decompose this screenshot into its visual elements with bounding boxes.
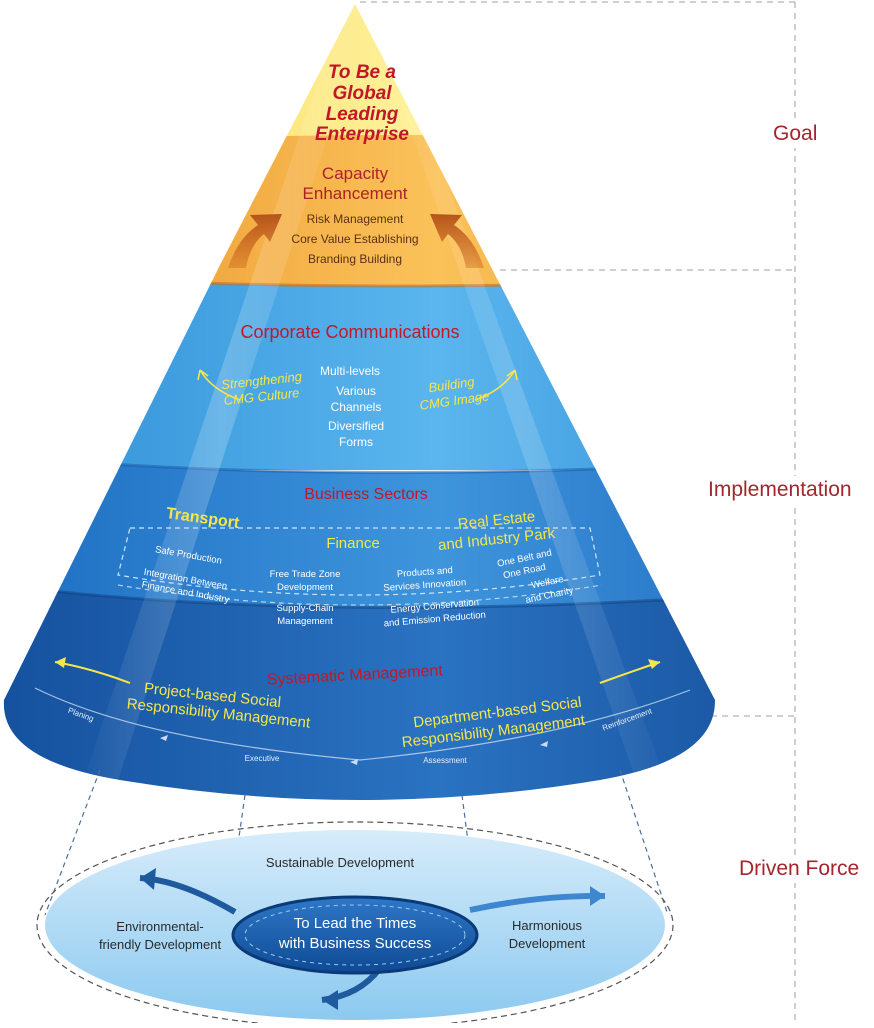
goal-line-2: Global [332, 83, 392, 104]
goal-text: To Be a Global Leading Enterprise [315, 62, 409, 145]
left-curve-arrow-icon [199, 369, 241, 401]
management-step-assessment: Assessment [423, 756, 467, 765]
right-curve-arrow-icon [474, 369, 516, 401]
driven-right-1: Harmonious [512, 918, 583, 933]
business-title: Business Sectors [304, 486, 428, 503]
capacity-title-1: Capacity [322, 164, 389, 183]
side-label-goal: Goal [769, 120, 822, 148]
business-ftz-1: Free Trade Zone [270, 569, 341, 580]
center-core-ellipse [231, 895, 479, 975]
driven-center-1: To Lead the Times [294, 915, 417, 932]
driven-force-group [36, 821, 674, 1028]
driven-top: Sustainable Development [266, 855, 415, 870]
goal-line-4: Enterprise [315, 124, 409, 145]
side-label-driven-force: Driven Force [735, 855, 864, 883]
left-swoosh-arrow-icon [140, 868, 156, 890]
communications-arrows [197, 369, 518, 401]
bottom-swoosh-arrow-icon [322, 990, 338, 1010]
driven-right-2: Development [509, 936, 586, 951]
goal-layer [3, 4, 716, 150]
driven-left-2: friendly Development [99, 937, 222, 952]
capacity-item-risk: Risk Management [307, 212, 404, 226]
communications-forms: Forms [339, 435, 373, 449]
communications-title: Corporate Communications [240, 322, 459, 342]
communications-various: Various [336, 384, 376, 398]
side-label-implementation: Implementation [704, 476, 856, 504]
goal-line-1: To Be a [328, 62, 396, 83]
capacity-item-core-value: Core Value Establishing [291, 232, 418, 246]
management-step-executive: Executive [245, 754, 280, 763]
driven-force-text: To Lead the Times with Business Success … [99, 855, 586, 952]
management-cycle-line [34, 687, 691, 761]
business-supply-2: Management [277, 616, 333, 627]
section-dividers [360, 1, 796, 1020]
goal-line-3: Leading [326, 104, 399, 125]
right-swoosh-arrow-icon [590, 886, 605, 906]
capacity-layer [3, 135, 716, 290]
capacity-up-arrows [228, 214, 484, 268]
communications-layer [3, 272, 716, 470]
capacity-text: Capacity Enhancement Risk Management Cor… [291, 164, 418, 266]
communications-channels: Channels [331, 400, 382, 414]
right-management-arrow-icon [648, 659, 660, 669]
business-finance: Finance [326, 535, 379, 552]
management-arrows [34, 657, 691, 765]
business-dashed-box [117, 527, 601, 596]
left-up-arrow-icon [228, 214, 282, 268]
business-supply-1: Supply-Chain [276, 603, 333, 614]
capacity-item-branding: Branding Building [308, 252, 402, 266]
communications-right-1: Building [427, 374, 476, 395]
communications-diversified: Diversified [328, 419, 384, 433]
driven-center-2: with Business Success [278, 935, 432, 952]
right-up-arrow-icon [430, 214, 484, 268]
business-products-1: Products and [397, 565, 454, 580]
left-management-arrow-icon [55, 657, 66, 668]
driven-left-1: Environmental- [116, 919, 203, 934]
communications-multi-levels: Multi-levels [320, 364, 380, 378]
business-ftz-2: Development [277, 582, 333, 593]
capacity-title-2: Enhancement [303, 184, 408, 203]
